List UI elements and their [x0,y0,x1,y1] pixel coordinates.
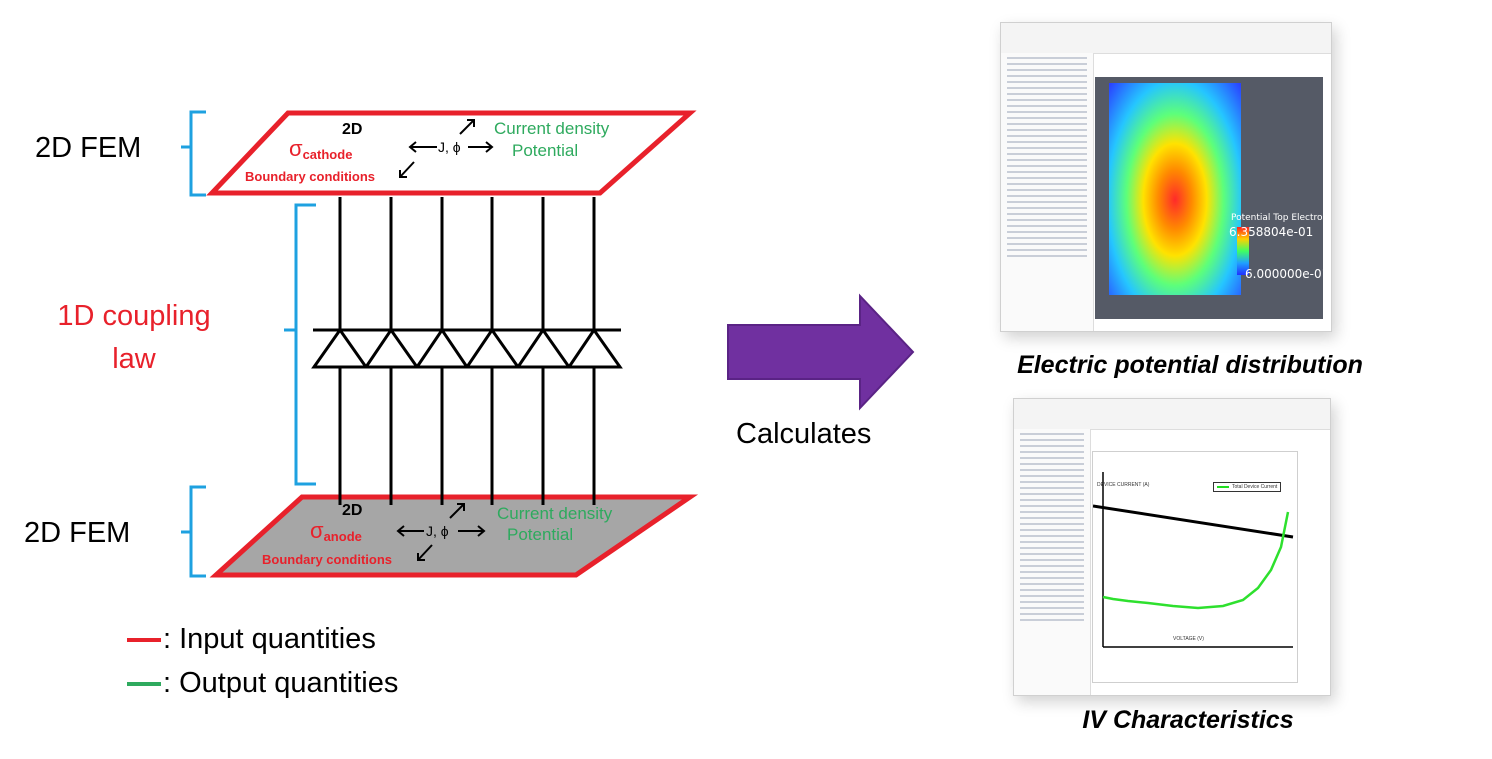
potential-screenshot: Potential Top Electrode 6.358804e-01 6.0… [1000,22,1332,332]
iv-curve-svg [1093,472,1294,648]
diode-row [311,327,623,369]
top-dim-label: 2D [342,121,362,138]
potential-view-title: Potential Top Electrode [1231,213,1332,223]
brackets [181,110,316,578]
legend-input-label: : Input quantities [163,623,376,655]
potential-tree-panel [1001,53,1095,331]
potential-max-value: 6.358804e-01 [1229,225,1314,239]
iv-ylabel: DEVICE CURRENT (A) [1097,482,1150,488]
top-plane [206,110,697,196]
potential-colorbar [1237,227,1249,275]
top-fem-label: 2D FEM [35,132,141,164]
potential-toolbar [1001,23,1331,54]
iv-legend: Total Device Current [1213,482,1282,492]
iv-caption: IV Characteristics [1082,706,1293,734]
bottom-plane-arrows [396,503,486,561]
top-current-density-label: Current density [494,119,610,138]
top-potential-label: Potential [512,141,578,160]
bottom-dim-label: 2D [342,502,362,519]
sigma-anode-label: σanode [310,518,362,544]
bottom-plane [209,494,699,578]
calculates-label: Calculates [736,418,871,450]
calculates-arrow [727,293,915,411]
potential-min-value: 6.000000e-01 [1245,267,1330,281]
bottom-fem-label: 2D FEM [24,517,130,549]
potential-view: Potential Top Electrode 6.358804e-01 6.0… [1095,77,1331,319]
top-j-phi-label: J, ϕ [438,139,461,155]
iv-plot-area: DEVICE CURRENT (A) VOLTAGE (V) Total Dev… [1092,451,1298,683]
iv-xlabel: VOLTAGE (V) [1173,636,1204,642]
potential-heatmap [1109,83,1241,295]
iv-load-line [1093,504,1294,539]
coupling-label-line2: law [112,343,157,375]
iv-curve [1102,511,1290,610]
bottom-current-density-label: Current density [497,504,613,523]
sigma-cathode-label: σcathode [289,136,352,162]
potential-caption: Electric potential distribution [1017,351,1363,379]
bottom-potential-label: Potential [507,525,573,544]
iv-toolbar [1014,399,1330,430]
bottom-boundary-label: Boundary conditions [262,552,392,567]
legend-output-label: : Output quantities [163,667,398,699]
iv-screenshot: DEVICE CURRENT (A) VOLTAGE (V) Total Dev… [1013,398,1331,696]
top-boundary-label: Boundary conditions [245,169,375,184]
bottom-j-phi-label: J, ϕ [426,523,449,539]
top-plane-arrows [399,119,494,178]
iv-tree-panel [1014,429,1091,695]
coupling-label-line1: 1D coupling [57,300,210,332]
